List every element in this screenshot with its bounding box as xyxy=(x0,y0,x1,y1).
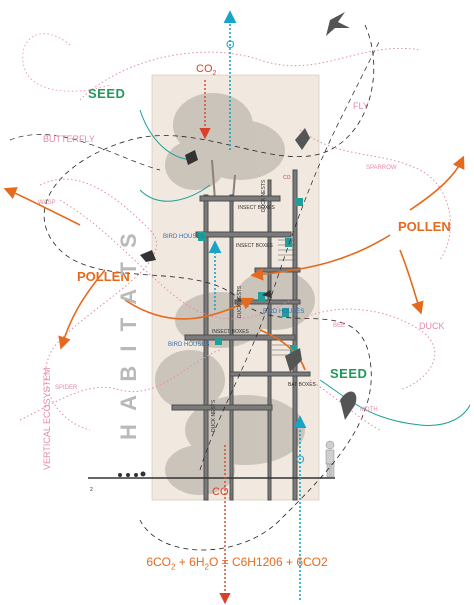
bird-flight-path xyxy=(43,24,375,551)
duck-nests-label-3: DUCK NESTS xyxy=(211,399,217,432)
oxygen-label-bottom: O xyxy=(296,454,305,466)
habitats-swirl xyxy=(22,33,111,92)
bird-houses-label-2: BIRD HOUSES xyxy=(263,309,305,315)
spider-label: SPIDER xyxy=(55,385,78,391)
butterfly-label: BUTTERFLY xyxy=(43,134,95,144)
oxygen-label-top: O xyxy=(226,39,235,51)
page-number: 2 xyxy=(90,487,93,493)
bird-silhouettes xyxy=(285,12,357,420)
insect-boxes-label-1: INSECT BOXES xyxy=(238,205,275,211)
insect-boxes-label-2: INSECT BOXES xyxy=(212,329,249,335)
pollen-label-left: POLLEN xyxy=(77,269,130,284)
seed-label-top: SEED xyxy=(88,86,126,101)
structure-frame xyxy=(171,169,311,501)
duck-label: DUCK xyxy=(419,321,445,331)
sparrow-label: SPARROW xyxy=(366,165,397,171)
insect-boxes-label-3: INSECT BOXES xyxy=(236,243,273,249)
vertical-ecosystem-label: VERTICAL ECOSYSTEM xyxy=(42,367,52,470)
formula-sub-co2: 2 xyxy=(171,562,176,572)
moth-label: MOTH xyxy=(360,407,378,413)
seed-label-right: SEED xyxy=(330,366,368,381)
pollen-label-right: POLLEN xyxy=(398,219,451,234)
photosynthesis-formula: 6CO2 + 6H2O = C6H1206 + 6CO2 xyxy=(146,555,328,572)
habitat-boxes xyxy=(198,198,303,353)
co2-subscript-top: 2 xyxy=(212,70,217,78)
duck-nests-label-2: DUCK NESTS xyxy=(237,285,243,318)
pollen-arrows xyxy=(3,155,465,371)
bee-label: BEE xyxy=(333,323,346,329)
habitats-title: H A B I T A T S xyxy=(116,229,141,440)
co2-arrows xyxy=(199,80,231,605)
co-small-label: CO xyxy=(283,175,291,181)
co2-subscript-bottom: 2 xyxy=(228,493,233,501)
ducklings xyxy=(118,471,146,477)
insect-silhouettes xyxy=(140,150,272,298)
oxygen-arrows xyxy=(208,10,307,600)
bird-houses-label-1: BIRD HOUSES xyxy=(163,234,205,240)
person-silhouette xyxy=(325,440,335,478)
formula-sub-h2o: 2 xyxy=(204,562,209,572)
co2-label-bottom: CO2 xyxy=(212,486,233,501)
fly-label: FLY xyxy=(353,101,369,111)
bird-houses-label-3: BIRD HOUSES xyxy=(168,342,210,348)
wasp-label: WASP xyxy=(38,200,56,206)
co2-label-top: CO2 xyxy=(196,63,217,78)
bird-flight-path-3 xyxy=(9,134,161,171)
bat-boxes-label: BAT BOXES xyxy=(288,382,316,388)
